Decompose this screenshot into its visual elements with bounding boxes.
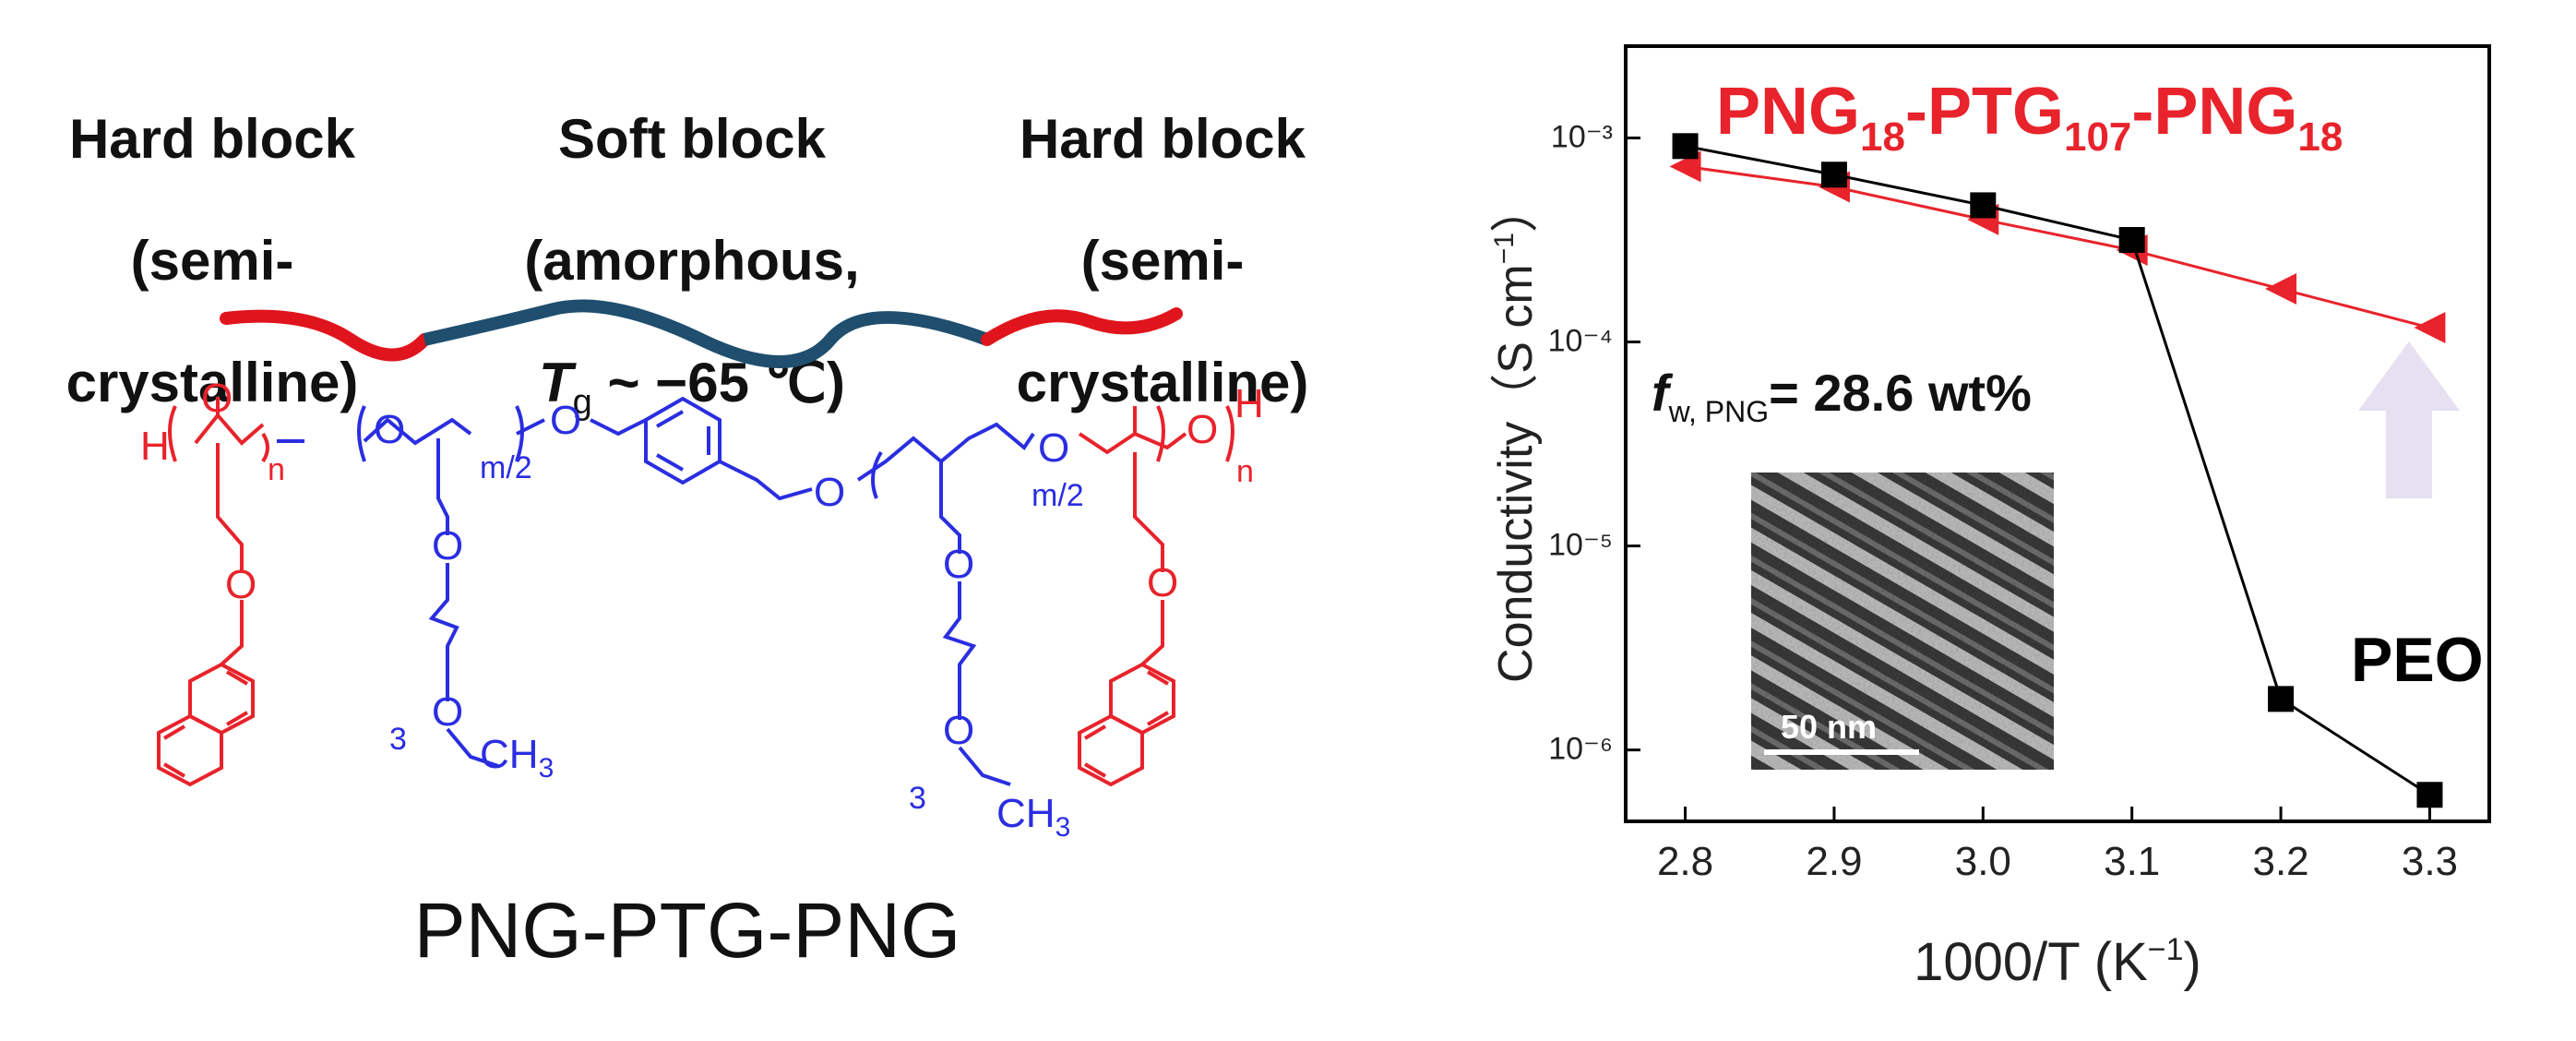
h-left-label: H [140, 424, 170, 469]
tem-inset: 50 nm [1751, 473, 2054, 770]
y-tick-label-0: 10⁻³ [1551, 119, 1613, 154]
hard-block-left-label: Hard block (semi- crystalline) [66, 108, 359, 413]
o-ptg-right-1: O [1038, 425, 1069, 471]
y-tick-label-1: 10⁻⁴ [1548, 324, 1613, 359]
x-tick-label-5: 3.3 [2402, 839, 2458, 884]
o-right-2: O [1147, 560, 1178, 605]
point-1-0 [1672, 133, 1699, 160]
scale-bar [1764, 749, 1919, 755]
ch3-right-label: CH3 [996, 791, 1070, 843]
point-1-4 [2268, 686, 2295, 712]
o-ptg-right-2: O [943, 542, 974, 587]
point-1-2 [1970, 192, 1997, 219]
o-ptg-right-3: O [943, 708, 974, 753]
o-left-1: O [201, 376, 233, 421]
soft-block-label: Soft block (amorphous, Tg ~ −65 ℃) [524, 108, 860, 423]
o-left-2: O [225, 562, 256, 607]
point-1-3 [2118, 227, 2145, 253]
x-tick-label-2: 3.0 [1955, 839, 2011, 884]
x-tick-label-1: 2.9 [1806, 839, 1862, 884]
y-axis-label: Conductivity（S cm−1） [1489, 185, 1543, 683]
n-left-label: n [268, 452, 285, 487]
m2-right-label: m/2 [1032, 478, 1084, 513]
fraction-annotation: fw, PNG= 28.6 wt% [1652, 364, 2032, 428]
x-axis-label: 1000/T (K−1) [1914, 932, 2201, 992]
point-1-5 [2416, 782, 2443, 808]
hard-block-left-segment [220, 309, 431, 362]
o-ptg-left-2: O [432, 523, 463, 568]
up-arrow [2358, 341, 2460, 498]
axes: 2.8 2.9 3.0 3.1 3.2 3.3 10⁻³ 10⁻⁴ 10⁻⁵ 10⁻⁶ [1548, 119, 2458, 884]
x-tick-label-3: 3.1 [2104, 839, 2160, 884]
chemical-structure: H O O n O O O m/2 3 CH3 [140, 376, 1264, 843]
o-linker-2: O [814, 470, 845, 515]
o-right-1: O [1187, 407, 1218, 452]
n-right-label: n [1236, 454, 1254, 489]
xylyl-linker [516, 396, 1035, 786]
point-0-4 [2265, 273, 2297, 305]
point-1-1 [1820, 162, 1847, 188]
plot-frame [1624, 44, 2491, 823]
conductivity-chart: 50 nm 2.8 2.9 3.0 3.1 3.2 3.3 10⁻³ 10⁻⁴ 10⁻⁵ 10⁻⁶… [1489, 44, 2491, 992]
chart-title: PNG18-PTG107-PNG18 [1716, 75, 2343, 160]
png-unit-right [1078, 405, 1234, 787]
o-ptg-left-3: O [432, 689, 463, 735]
hard-block-right-label: Hard block (semi- crystalline) [1016, 108, 1309, 413]
y-tick-label-3: 10⁻⁶ [1548, 732, 1613, 767]
polymer-chain-cartoon [220, 299, 1183, 368]
structure-title: PNG-PTG-PNG [413, 887, 961, 974]
x-tick-label-0: 2.8 [1657, 839, 1713, 884]
hard-block-right-segment [981, 307, 1183, 346]
series-layer [1669, 133, 2446, 808]
tem-image [1751, 473, 2054, 770]
m2-left-label: m/2 [480, 450, 532, 485]
series-line-0 [1685, 164, 2430, 329]
ch3-left-label: CH3 [480, 732, 554, 784]
soft-block-segment [423, 299, 990, 368]
three-right-label: 3 [909, 781, 926, 816]
three-left-label: 3 [389, 722, 407, 757]
h-right-label: H [1234, 381, 1264, 426]
png-unit-left [157, 397, 269, 787]
o-linker-1: O [550, 398, 581, 443]
point-0-5 [2414, 312, 2446, 344]
y-tick-label-2: 10⁻⁵ [1548, 528, 1613, 563]
peo-label: PEO [2351, 625, 2484, 695]
x-tick-label-4: 3.2 [2252, 839, 2308, 884]
series-line-1 [1685, 144, 2431, 796]
o-ptg-left-1: O [374, 407, 405, 452]
scale-bar-label: 50 nm [1781, 708, 1877, 746]
